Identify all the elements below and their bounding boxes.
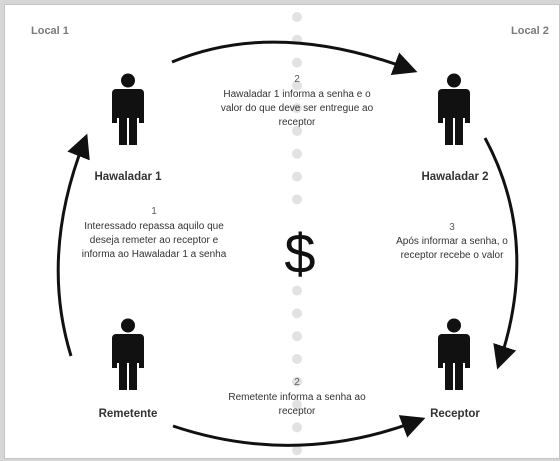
hawaladar-2-label: Hawaladar 2 xyxy=(421,171,489,183)
arrow-icon xyxy=(171,40,418,76)
person-icon xyxy=(112,318,144,390)
divider-dot xyxy=(292,194,302,205)
receptor-label: Receptor xyxy=(430,408,480,420)
step-right-text: Após informar a senha, o receptor recebe… xyxy=(396,236,508,261)
arrow-icon xyxy=(483,137,519,370)
location-right-label: Local 2 xyxy=(511,25,549,37)
divider-dot xyxy=(292,331,302,342)
dollar-sign-icon: $ xyxy=(284,222,315,285)
step-left-text: Interessado repassa aquilo que deseja re… xyxy=(81,221,227,260)
divider-dot xyxy=(292,57,302,68)
divider-dot xyxy=(292,376,302,387)
divider-dot xyxy=(292,12,302,22)
divider-dot xyxy=(292,171,302,182)
divider-dot xyxy=(292,103,302,114)
divider-dot xyxy=(292,399,302,410)
divider-dot xyxy=(292,422,302,433)
location-left-label: Local 1 xyxy=(31,25,69,37)
arrow-icon xyxy=(56,133,90,357)
arrow-icon xyxy=(172,415,426,447)
divider-dot xyxy=(292,148,302,159)
diagram-graphics: $ xyxy=(56,12,519,456)
divider-dot xyxy=(292,308,302,319)
step-left-number: 1 xyxy=(151,206,157,217)
person-icon xyxy=(438,73,470,145)
step-bottom-text: Remetente informa a senha ao receptor xyxy=(228,392,366,417)
divider-dot xyxy=(292,445,302,456)
person-icon xyxy=(438,318,470,390)
step-top-text: Hawaladar 1 informa a senha e o valor do… xyxy=(220,89,374,128)
divider-dot xyxy=(292,285,302,296)
step-bottom-number: 2 xyxy=(294,377,300,388)
center-divider xyxy=(292,12,302,456)
step-right-number: 3 xyxy=(449,222,455,233)
divider-dot xyxy=(292,354,302,364)
divider-dot xyxy=(292,80,302,91)
hawaladar-1-label: Hawaladar 1 xyxy=(94,171,162,183)
person-icon xyxy=(112,73,144,145)
remetente-label: Remetente xyxy=(98,408,158,420)
diagram-canvas: $ Local 1 Local 2 Hawaladar 1 Hawaladar … xyxy=(4,4,560,459)
step-top-number: 2 xyxy=(294,74,300,85)
divider-dot xyxy=(292,126,302,136)
